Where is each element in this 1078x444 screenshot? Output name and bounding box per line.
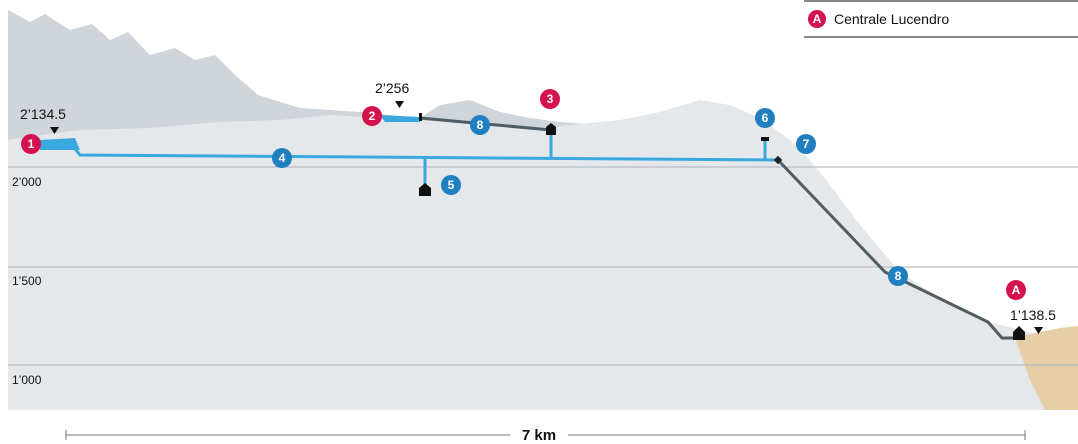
axis-label-2000: 2’000 [12,175,42,189]
svg-text:A: A [813,12,822,26]
scale-bar: 7 km [65,427,1026,444]
svg-text:4: 4 [279,151,286,165]
elevation-label-reservoir-1: 2’134.5 [20,106,66,122]
svg-text:7: 7 [803,137,810,151]
marker-7: 7 [796,134,816,154]
marker-6: 6 [755,108,775,128]
svg-text:A: A [1012,283,1021,297]
marker-8-lower: 8 [888,266,908,286]
valley-floor [1015,326,1078,410]
marker-2: 2 [362,106,382,126]
legend-label: Centrale Lucendro [834,11,949,27]
axis-label-1500: 1’500 [12,274,42,288]
marker-4: 4 [272,148,292,168]
elevation-label-reservoir-2: 2’256 [375,80,409,96]
marker-1: 1 [21,134,41,154]
scale-label: 7 km [522,427,556,444]
marker-A: A [1006,280,1026,300]
building-3-icon [546,123,556,135]
penstock-lower [776,158,1015,340]
svg-text:1: 1 [28,137,35,151]
dam-2 [419,113,422,121]
legend: A Centrale Lucendro [804,0,1078,38]
svg-text:2: 2 [369,109,376,123]
triangle-down-icon [50,127,59,134]
triangle-down-icon [395,101,404,108]
axis-label-1000: 1’000 [12,373,42,387]
reservoir-1-water [40,138,80,150]
svg-text:8: 8 [895,269,902,283]
plant-A-icon [1013,326,1025,340]
building-5-icon [419,183,431,196]
elevation-label-plant-A: 1’138.5 [1010,307,1056,323]
marker-5: 5 [441,175,461,195]
svg-text:8: 8 [477,118,484,132]
marker-3: 3 [540,89,560,109]
triangle-down-icon [1034,327,1043,334]
marker-8-upper: 8 [470,115,490,135]
reservoir-2-water [380,115,420,122]
svg-text:3: 3 [547,92,554,106]
headrace-tunnel [70,144,779,162]
svg-text:6: 6 [762,111,769,125]
legend-marker-A [808,10,826,28]
svg-text:5: 5 [448,178,455,192]
terrain-profile [8,100,1078,410]
structure-6 [761,137,769,141]
